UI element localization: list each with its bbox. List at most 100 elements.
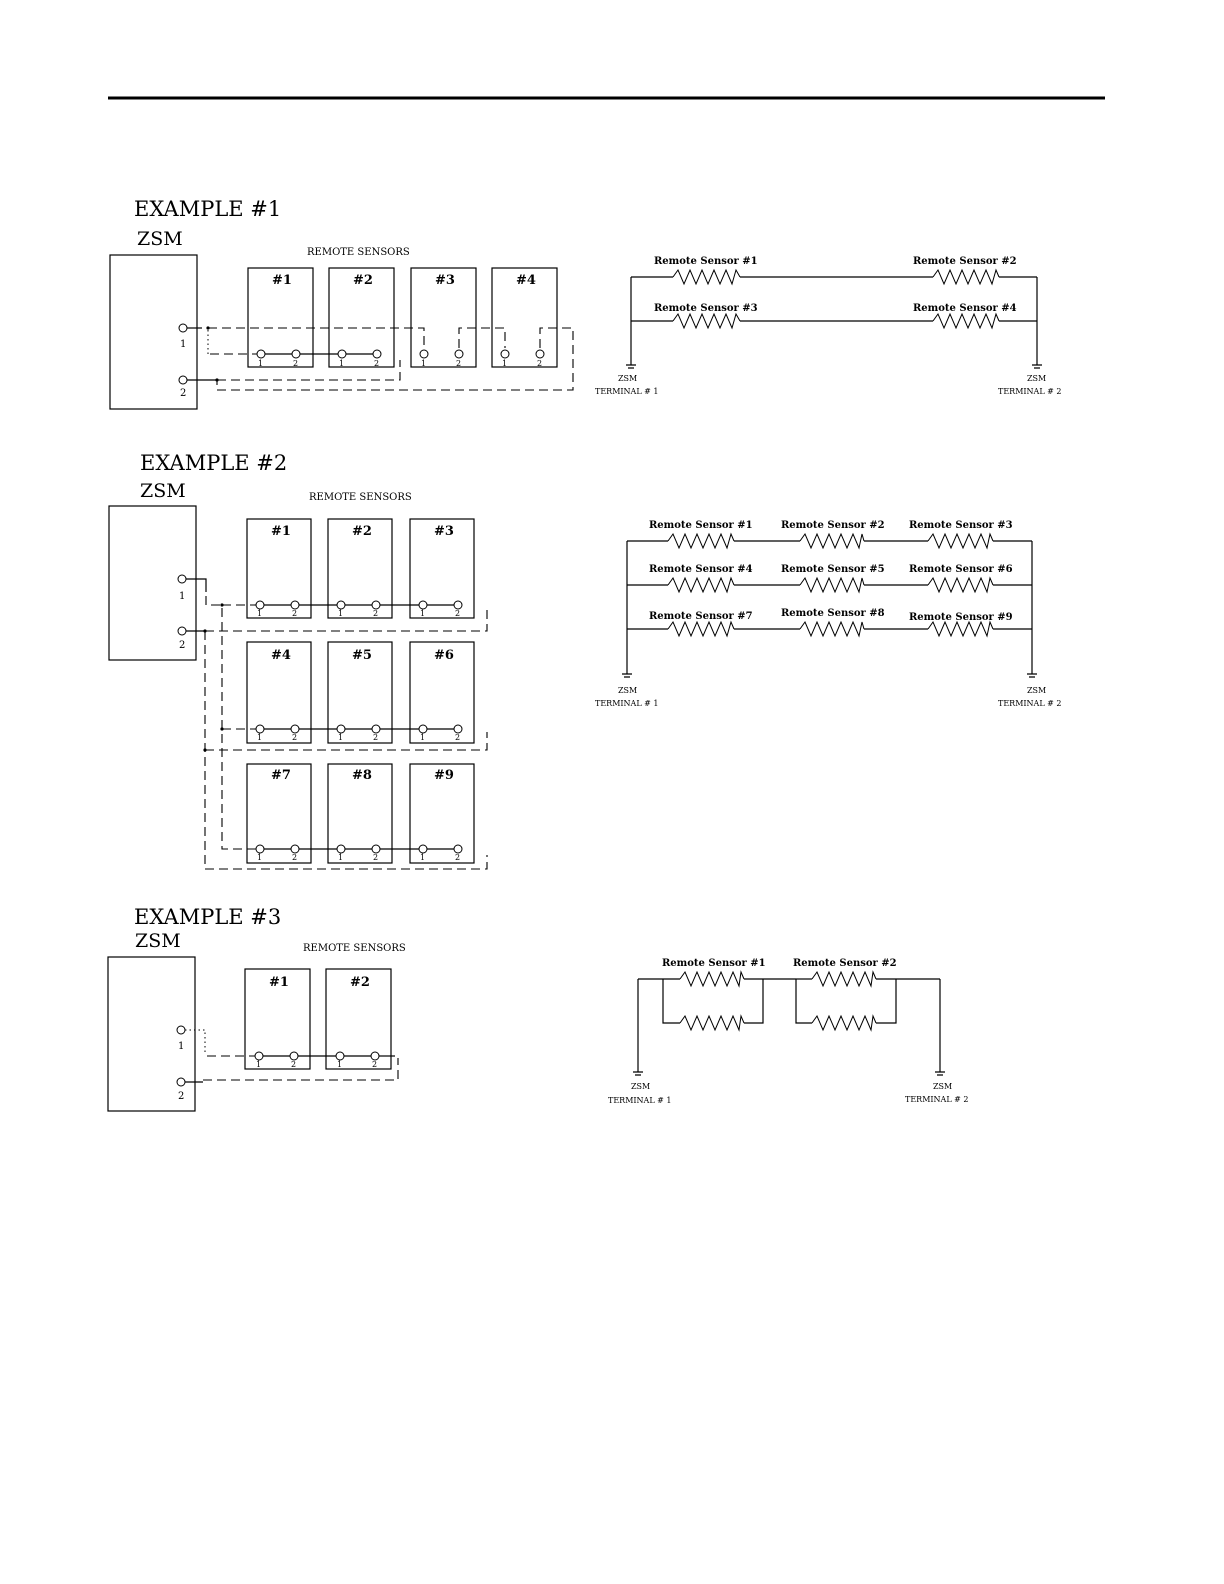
svg-text:2: 2 [455,733,460,742]
example-1-schematic-label-3: Remote Sensor #3 [654,303,758,314]
example-3-terminal-right-sub: TERMINAL # 2 [905,1095,969,1104]
svg-text:2: 2 [292,853,297,862]
example-2-sensor-number-8: #8 [352,768,372,783]
svg-text:2: 2 [372,1060,377,1069]
example-1-sensor-box-2 [328,267,395,368]
svg-text:2: 2 [291,1060,296,1069]
example-1-box2-term-1: 1 [339,359,344,368]
example-2-terminal-left-label: ZSM [618,686,637,695]
example-2-zsm-box [108,505,197,661]
example-3-schematic-label-1: Remote Sensor #1 [662,958,766,969]
example-3-zsm-terminal-1-label: 1 [178,1041,184,1052]
example-2-sensor-box-4 [246,641,312,744]
example-1-box1-term-1: 1 [258,359,263,368]
example-3-wiring [185,1029,399,1083]
example-3-sensor-number-2: #2 [350,975,370,990]
example-3-sensor-number-1: #1 [269,975,289,990]
example-2-sensor-number-7: #7 [271,768,291,783]
example-2-schematic-label-1: Remote Sensor #1 [649,520,753,531]
example-3-terminal-right-label: ZSM [933,1082,952,1091]
example-1-schematic-label-1: Remote Sensor #1 [654,256,758,267]
example-2-schematic-label-8: Remote Sensor #8 [781,608,885,619]
svg-text:1: 1 [420,853,425,862]
example-1-terminal-right-sub: TERMINAL # 2 [998,387,1062,396]
example-2-zsm-terminal-2 [177,626,187,636]
example-2-sensor-box-5 [327,641,393,744]
example-3-sensor-box-1 [244,968,311,1070]
example-2-zsm-terminal-1-label: 1 [179,591,185,602]
example-2-sensors-heading: REMOTE SENSORS [309,492,412,503]
example-2-schematic-label-5: Remote Sensor #5 [781,564,885,575]
example-1-sensor-number-2: #2 [353,273,373,288]
example-1-wiring [187,326,574,391]
example-3-zsm-box [107,956,196,1112]
svg-text:2: 2 [292,733,297,742]
example-2-zsm-label: ZSM [140,480,186,502]
example-3: EXAMPLE #3 ZSM REMOTE SENSORS 1 2 #1 #2 … [107,905,969,1112]
example-2-sensor-box-3 [409,518,475,619]
example-2-sensor-box-6 [409,641,475,744]
example-1-zsm-terminal-1 [178,323,188,333]
example-3-zsm-label: ZSM [135,930,181,952]
example-2-schematic-label-4: Remote Sensor #4 [649,564,753,575]
svg-text:1: 1 [257,853,262,862]
example-1-sensor-box-1 [247,267,314,368]
svg-text:1: 1 [420,733,425,742]
example-1-schematic [626,268,1042,369]
example-1: EXAMPLE #1 ZSM REMOTE SENSORS 1 2 #1 #2 … [109,197,1062,410]
example-2-sensor-number-1: #1 [271,524,291,539]
example-2-terminal-left-sub: TERMINAL # 1 [595,699,659,708]
example-2-sensor-box-8 [327,763,393,864]
example-2-sensor-number-2: #2 [352,524,372,539]
example-3-schematic [633,970,945,1076]
example-1-terminal-right-label: ZSM [1027,374,1046,383]
svg-text:2: 2 [455,853,460,862]
example-1-zsm-terminal-1-label: 1 [180,339,186,350]
example-1-box2-term-2: 2 [374,359,379,368]
svg-text:1: 1 [257,609,262,618]
example-2-zsm-terminal-1 [177,574,187,584]
example-1-schematic-label-2: Remote Sensor #2 [913,256,1017,267]
example-2-sensor-terminals [255,600,463,854]
svg-text:1: 1 [256,1060,261,1069]
example-2-schematic [622,532,1037,678]
example-3-zsm-terminal-1 [176,1025,186,1035]
example-1-box3-term-1: 1 [421,359,426,368]
example-2-terminal-right-label: ZSM [1027,686,1046,695]
example-1-sensor-box-3 [410,267,477,368]
svg-text:1: 1 [338,733,343,742]
example-1-sensor-box-4 [491,267,558,368]
example-1-sensor-number-3: #3 [435,273,455,288]
example-1-zsm-terminal-2 [178,375,188,385]
example-2-sensor-box-2 [327,518,393,619]
svg-text:1: 1 [338,609,343,618]
example-1-sensors-heading: REMOTE SENSORS [307,247,410,258]
example-3-title: EXAMPLE #3 [134,905,281,929]
example-1-zsm-terminal-2-label: 2 [180,388,186,399]
example-2-schematic-label-9: Remote Sensor #9 [909,612,1013,623]
example-2-sensor-number-5: #5 [352,648,372,663]
example-2-sensor-number-3: #3 [434,524,454,539]
example-2-sensor-number-6: #6 [434,648,454,663]
example-2-terminal-right-sub: TERMINAL # 2 [998,699,1062,708]
example-2-schematic-label-3: Remote Sensor #3 [909,520,1013,531]
example-1-box4-term-1: 1 [502,359,507,368]
svg-text:2: 2 [373,853,378,862]
example-2-title: EXAMPLE #2 [140,451,287,475]
example-3-sensors-heading: REMOTE SENSORS [303,943,406,954]
example-3-terminal-left-sub: TERMINAL # 1 [608,1096,672,1105]
example-1-schematic-label-4: Remote Sensor #4 [913,303,1017,314]
example-2: EXAMPLE #2 ZSM REMOTE SENSORS 1 2 #1 #2 … [108,451,1062,870]
svg-text:1: 1 [338,853,343,862]
example-2-sensor-number-9: #9 [434,768,454,783]
svg-text:2: 2 [292,609,297,618]
example-1-box3-term-2: 2 [456,359,461,368]
example-2-sensor-box-1 [246,518,312,619]
example-1-terminal-left-label: ZSM [618,374,637,383]
example-1-box4-term-2: 2 [537,359,542,368]
example-2-sensor-box-9 [409,763,475,864]
example-3-zsm-terminal-2-label: 2 [178,1091,184,1102]
example-3-sensor-box-2 [325,968,392,1070]
